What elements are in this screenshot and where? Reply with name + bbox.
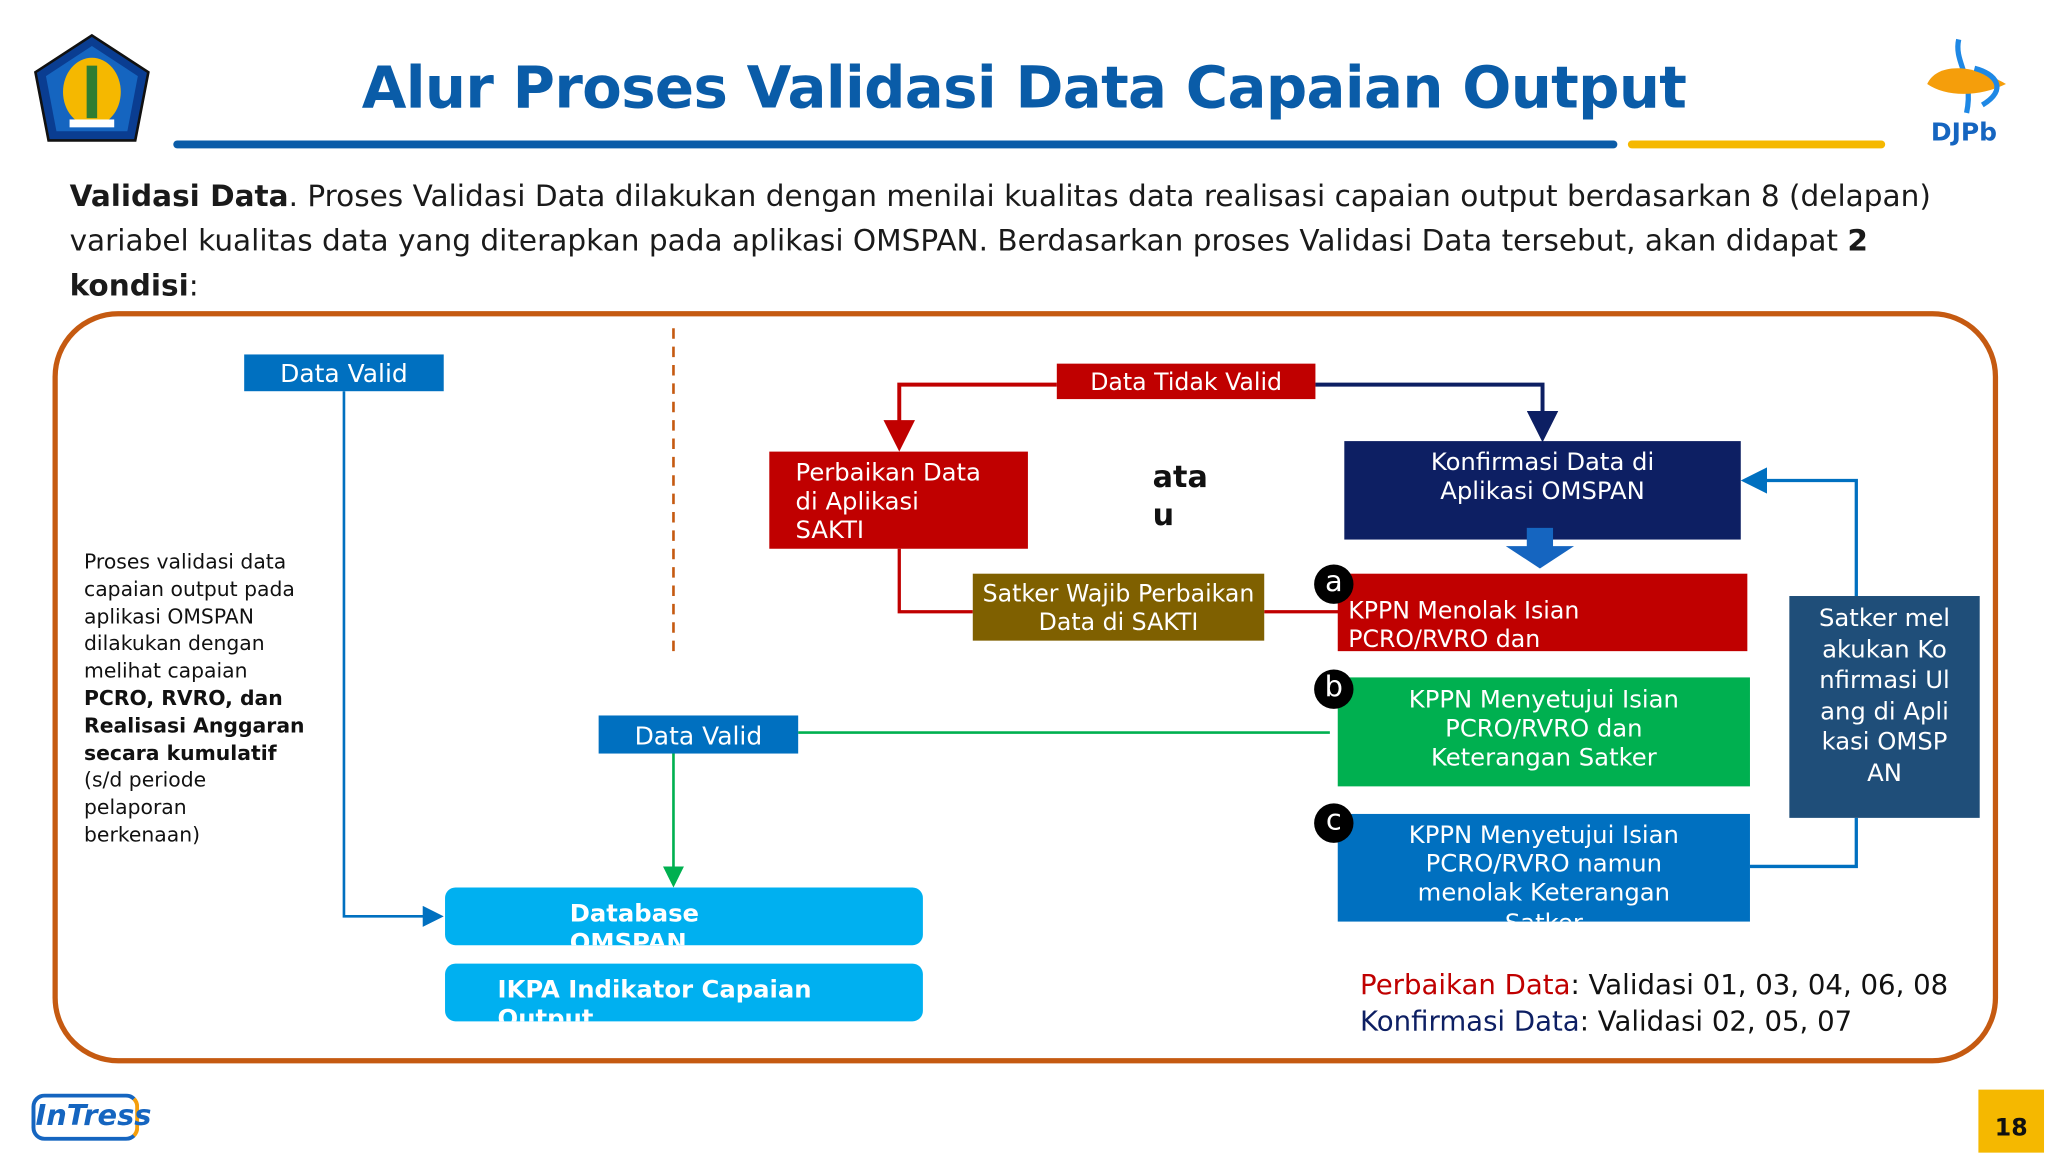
description-text: Proses validasi data capaian output pada… bbox=[84, 550, 295, 683]
djpb-emblem-icon bbox=[1927, 38, 2006, 114]
data-valid-mid-label: Data Valid bbox=[598, 715, 799, 754]
option-b-box: KPPN Menyetujui Isian PCRO/RVRO dan Kete… bbox=[1337, 677, 1750, 787]
page-number: 18 bbox=[1978, 1089, 2045, 1153]
legend-konfirmasi: Konfirmasi Data: Validasi 02, 05, 07 bbox=[1360, 1004, 1951, 1040]
legend-konfirmasi-value: : Validasi 02, 05, 07 bbox=[1579, 1004, 1853, 1037]
valid-to-database-line bbox=[342, 391, 444, 927]
legend-konfirmasi-label: Konfirmasi Data bbox=[1360, 1004, 1580, 1037]
tidak-valid-to-konfirmasi-line bbox=[1315, 382, 1559, 443]
intro-conditions: 2 kondisi bbox=[69, 224, 1868, 304]
title-underline-blue bbox=[173, 140, 1618, 149]
ikpa-box: IKPA Indikator Capaian Output bbox=[445, 963, 923, 1022]
atau-label: atau bbox=[1152, 460, 1208, 533]
diagram-frame bbox=[52, 311, 1999, 1064]
perbaikan-to-satker-line bbox=[897, 548, 973, 614]
option-a-box: KPPN Menolak Isian PCRO/RVRO dan Keteran… bbox=[1337, 573, 1748, 652]
tidak-valid-to-perbaikan-line bbox=[883, 382, 1057, 452]
legend-perbaikan-value: : Validasi 01, 03, 04, 06, 08 bbox=[1570, 968, 1949, 1001]
intro-paragraph: Validasi Data. Proses Validasi Data dila… bbox=[70, 175, 1934, 309]
perbaikan-data-box: Perbaikan Data di Aplikasi SAKTI bbox=[769, 451, 1028, 549]
satker-to-konfirmasi-line bbox=[1740, 467, 1858, 597]
option-c-to-satker-line bbox=[1749, 817, 1858, 869]
djpb-logo: DJPb bbox=[1914, 37, 2014, 147]
validation-legend: Perbaikan Data: Validasi 01, 03, 04, 06,… bbox=[1360, 968, 1951, 1040]
option-c-marker: c bbox=[1314, 803, 1354, 843]
option-c-box: KPPN Menyetujui Isian PCRO/RVRO namun me… bbox=[1337, 813, 1750, 922]
data-valid-top-label: Data Valid bbox=[244, 354, 444, 392]
intress-logo: InTress bbox=[31, 1093, 152, 1141]
option-a-marker: a bbox=[1314, 564, 1354, 604]
intro-lead: Validasi Data bbox=[69, 179, 289, 214]
satker-wajib-perbaikan-box: Satker Wajib Perbaikan Data di SAKTI bbox=[972, 573, 1265, 641]
down-arrow-icon bbox=[1505, 527, 1575, 569]
djpb-logo-text: DJPb bbox=[1930, 118, 1998, 148]
description-bold: PCRO, RVRO, dan Realisasi Anggaran secar… bbox=[84, 686, 305, 765]
title-underline-yellow bbox=[1627, 140, 1886, 149]
kemenkeu-logo bbox=[33, 33, 150, 142]
satker-konfirmasi-ulang-box: Satker melakukan Konfirmasi Ulang di Apl… bbox=[1789, 596, 1980, 818]
description-period: (s/d periode pelaporan berkenaan) bbox=[84, 768, 207, 847]
data-tidak-valid-label: Data Tidak Valid bbox=[1056, 363, 1316, 400]
legend-perbaikan: Perbaikan Data: Validasi 01, 03, 04, 06,… bbox=[1360, 968, 1951, 1004]
intro-end: : bbox=[188, 269, 199, 304]
process-description: Proses validasi data capaian output pada… bbox=[84, 549, 307, 849]
konfirmasi-data-box: Konfirmasi Data di Aplikasi OMSPAN bbox=[1344, 441, 1741, 540]
option-b-marker: b bbox=[1314, 669, 1354, 709]
intro-text: . Proses Validasi Data dilakukan dengan … bbox=[69, 179, 1931, 259]
page-title: Alur Proses Validasi Data Capaian Output bbox=[361, 55, 1687, 123]
database-omspan-box: Database OMSPAN bbox=[445, 887, 923, 946]
legend-perbaikan-label: Perbaikan Data bbox=[1360, 968, 1571, 1001]
